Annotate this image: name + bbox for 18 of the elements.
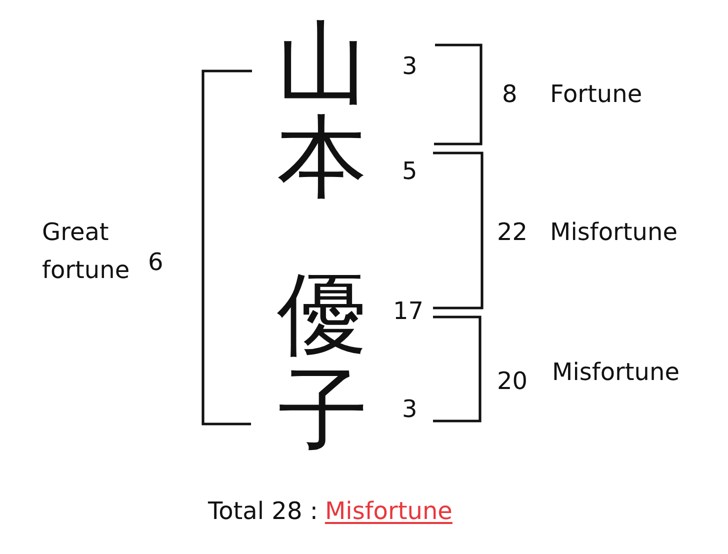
total-text: Total 28 : [208,499,318,523]
stroke-count: 3 [402,397,418,421]
kanji-character: 本 [277,113,367,203]
kanji-character: 子 [278,366,368,456]
kanji-character: 山 [277,19,367,109]
stroke-sum: 20 [497,369,528,393]
stroke-sum: 22 [497,220,528,244]
fortune-label: Great fortune [42,217,131,286]
stroke-count: 5 [402,159,418,183]
fortune-label: Fortune [550,82,642,106]
stroke-sum: 8 [502,82,518,106]
stroke-count: 17 [393,299,424,323]
result-text: Misfortune [324,499,452,523]
fortune-label: Misfortune [552,360,680,384]
fortune-label: Misfortune [550,220,678,244]
kanji-character: 優 [277,270,367,360]
stroke-count: 3 [402,54,418,78]
stroke-sum: 6 [148,250,164,274]
